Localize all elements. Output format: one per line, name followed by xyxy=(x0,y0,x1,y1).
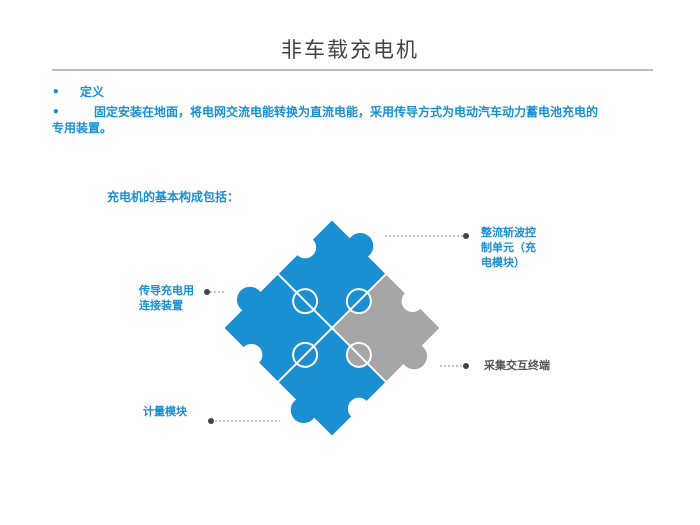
bullet-continuation: 专用装置。 xyxy=(52,121,113,135)
label-metering-module: 计量模块 xyxy=(143,404,187,419)
leader-lines xyxy=(210,235,465,422)
label-line: 采集交互终端 xyxy=(484,359,550,372)
leader-dots xyxy=(204,233,469,424)
label-line: 计量模块 xyxy=(143,405,187,418)
label-line: 整流斩波控 xyxy=(481,226,536,239)
title-divider xyxy=(52,69,653,71)
label-line: 传导充电用 xyxy=(139,284,194,297)
bullet-text: 定义 xyxy=(80,85,105,99)
bullet-marker: • xyxy=(52,85,60,99)
bullet-marker: • xyxy=(52,105,60,119)
label-rectifier-module: 整流斩波控 制单元（充 电模块） xyxy=(481,225,536,270)
bullet-text: 固定安装在地面，将电网交流电能转换为直流电能，采用传导方式为电动汽车动力蓄电池充… xyxy=(94,105,599,119)
bullet-description: • 固定安装在地面，将电网交流电能转换为直流电能，采用传导方式为电动汽车动力蓄电池… xyxy=(52,104,672,136)
label-connection-device: 传导充电用 连接装置 xyxy=(139,283,194,313)
label-line: 制单元（充 xyxy=(481,241,536,254)
slide-title: 非车载充电机 xyxy=(281,38,419,62)
label-line: 连接装置 xyxy=(139,299,183,312)
label-line: 电模块） xyxy=(481,256,525,269)
subheading: 充电机的基本构成包括： xyxy=(107,190,240,204)
bullet-definition: • 定义 xyxy=(52,84,104,100)
label-interaction-terminal: 采集交互终端 xyxy=(484,358,550,373)
